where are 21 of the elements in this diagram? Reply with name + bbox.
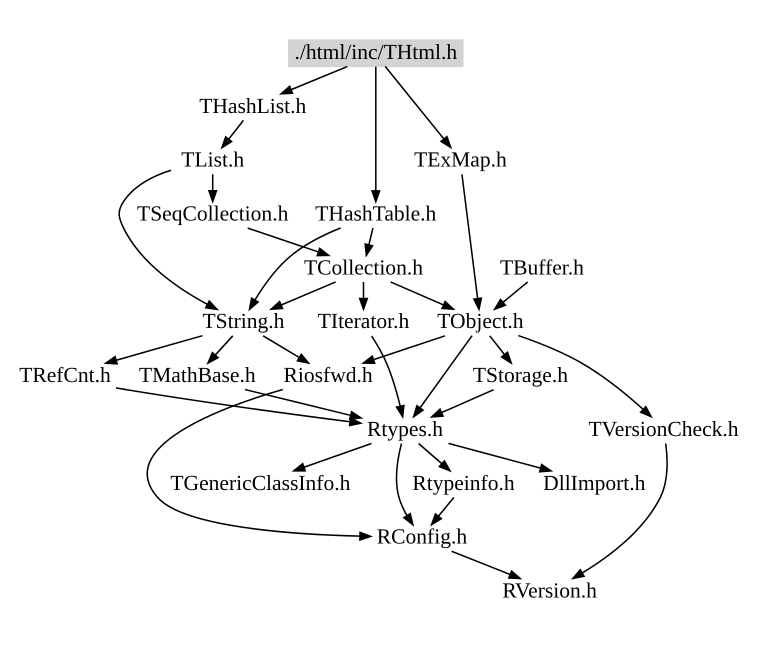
node-text: TStorage.h bbox=[472, 363, 568, 388]
node-text: TObject.h bbox=[437, 309, 524, 334]
node-text: RVersion.h bbox=[502, 578, 597, 602]
node-text: TIterator.h bbox=[318, 309, 410, 334]
node-text: TVersionCheck.h bbox=[588, 416, 739, 441]
node-text: TMathBase.h bbox=[139, 363, 256, 388]
node-text: RConfig.h bbox=[376, 524, 468, 549]
node-text: TSeqCollection.h bbox=[137, 201, 288, 226]
node-text: Riosfwd.h bbox=[284, 363, 373, 388]
node-text: DllImport.h bbox=[543, 470, 646, 495]
node-text: THashList.h bbox=[199, 94, 306, 118]
node-text: Rtypes.h bbox=[367, 416, 444, 441]
node-text: TCollection.h bbox=[304, 255, 424, 280]
node-text: TExMap.h bbox=[414, 148, 507, 172]
node-text: TBuffer.h bbox=[500, 255, 584, 280]
node-text: Rtypeinfo.h bbox=[412, 470, 515, 495]
node-text: THashTable.h bbox=[315, 201, 436, 226]
node-text: TString.h bbox=[202, 309, 284, 334]
node-text: TGenericClassInfo.h bbox=[170, 470, 350, 495]
node-text: TList.h bbox=[181, 148, 244, 172]
node-text: TRefCnt.h bbox=[19, 363, 111, 388]
